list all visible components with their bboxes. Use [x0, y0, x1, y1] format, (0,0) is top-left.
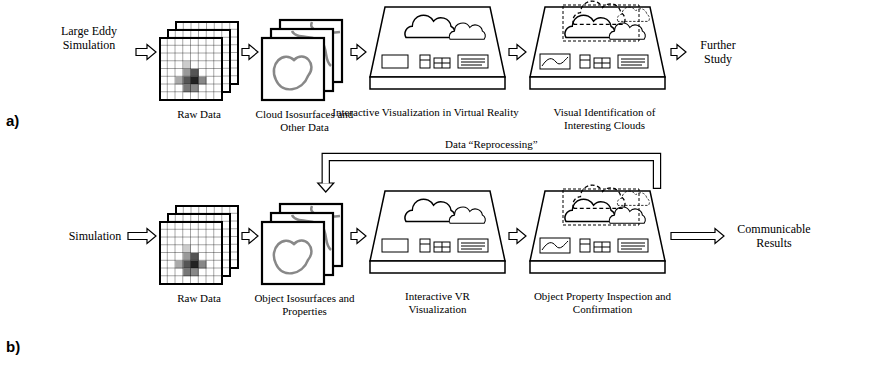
- stage-caption: Object Isosurfaces and Properties: [249, 292, 361, 318]
- stage-caption: Object Property Inspection and Confirmat…: [528, 290, 678, 316]
- stage-caption: Interactive Visualization in Virtual Rea…: [306, 106, 546, 119]
- flow-arrow: [509, 45, 526, 60]
- flow-arrow: [242, 229, 258, 244]
- flow-arrow: [136, 45, 156, 60]
- stage-text: Large Eddy Simulation: [46, 24, 132, 52]
- hollow-arrow: [509, 45, 526, 60]
- hollow-arrow: [242, 229, 258, 244]
- feedback-arrow: [318, 157, 657, 192]
- stage-caption: Raw Data: [154, 292, 244, 305]
- feedback-inner: [326, 157, 657, 188]
- feedback-head: [318, 183, 334, 192]
- process-stage: Object Property Inspection and Confirmat…: [530, 189, 667, 316]
- terminal-text: Large Eddy Simulation: [46, 24, 132, 52]
- flow-arrow: [351, 45, 366, 60]
- hollow-arrow: [509, 229, 526, 244]
- edge-label: Data “Reprocessing”: [442, 138, 541, 151]
- hollow-arrow: [351, 229, 366, 244]
- panel-label: a): [6, 112, 19, 129]
- flow-arrow: [671, 229, 724, 244]
- process-stage: Interactive VR Visualization: [370, 189, 505, 316]
- hollow-arrow: [671, 45, 686, 60]
- hollow-arrow: [351, 45, 366, 60]
- process-stage: Visual Identification of Interesting Clo…: [530, 5, 667, 132]
- vr-table: [370, 7, 505, 89]
- process-stage: Interactive Visualization in Virtual Rea…: [370, 5, 505, 119]
- raw-data-grids: [160, 206, 238, 284]
- panel-label: b): [6, 338, 20, 355]
- terminal-text: Further Study: [690, 38, 746, 66]
- terminal-text: Simulation: [66, 229, 124, 243]
- vr-table-selection: [530, 185, 665, 273]
- hollow-arrow: [128, 229, 156, 244]
- stage-text: Further Study: [690, 38, 746, 66]
- vr-table: [370, 191, 505, 273]
- flow-arrow: [128, 229, 156, 244]
- terminal-text: Communicable Results: [728, 222, 820, 250]
- flow-arrow: [351, 229, 366, 244]
- stage-text: Communicable Results: [728, 222, 820, 250]
- stage-text: Simulation: [66, 229, 124, 243]
- process-stage: Object Isosurfaces and Properties: [262, 194, 347, 318]
- stage-caption: Interactive VR Visualization: [383, 290, 493, 316]
- raw-data-grids: [160, 22, 238, 100]
- hollow-arrow: [136, 45, 156, 60]
- stage-caption: Visual Identification of Interesting Clo…: [540, 106, 670, 132]
- process-stage: Raw Data: [160, 10, 238, 121]
- isosurface-stack: [262, 20, 342, 100]
- flow-arrow: [242, 45, 258, 60]
- process-stage: Raw Data: [160, 194, 238, 305]
- hollow-arrow: [242, 45, 258, 60]
- feedback-outline: [326, 157, 657, 189]
- stage-caption: Raw Data: [154, 108, 244, 121]
- isosurface-stack: [262, 204, 342, 284]
- vr-table-selection: [530, 1, 665, 89]
- flow-arrow: [671, 45, 686, 60]
- hollow-arrow: [671, 229, 724, 244]
- flow-arrow: [509, 229, 526, 244]
